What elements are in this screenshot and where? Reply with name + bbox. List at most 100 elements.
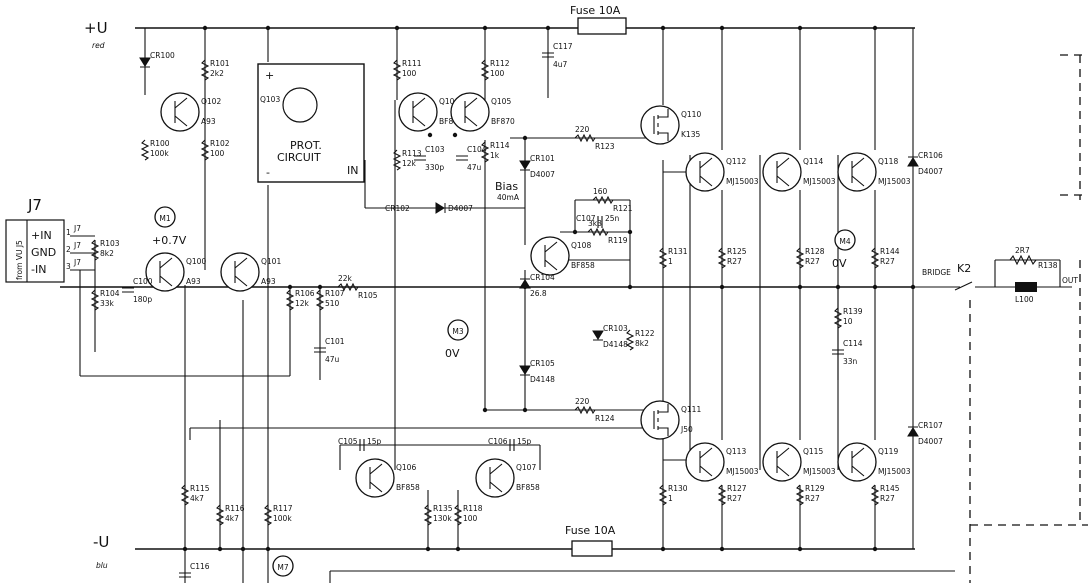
resistor-ref-r129: R129 xyxy=(805,484,825,493)
resistor-value-r114: 1k xyxy=(490,151,500,160)
capacitors: C1174u7C100180pC10147uC103330pC10447uC10… xyxy=(122,42,863,578)
transistor-body-q118 xyxy=(837,152,877,192)
fuse-top-label: Fuse 10A xyxy=(570,4,621,17)
pin-ref-2: J7 xyxy=(73,241,81,250)
transistor-ref-q104: Q104 xyxy=(439,97,459,106)
resistor-ref-r103: R103 xyxy=(100,239,120,248)
capacitor-ref-c105: C105 xyxy=(338,437,358,446)
diode-ref-cr101: CR101 xyxy=(530,154,555,163)
transistor-body-q110 xyxy=(640,105,680,145)
resistor-value-r115: 4k7 xyxy=(190,494,204,503)
bjt-symbol-q101 xyxy=(234,257,248,287)
bjt-symbol-q105 xyxy=(464,97,478,127)
resistor-ref-r107: R107 xyxy=(325,289,345,298)
capacitor-symbol-c103 xyxy=(414,155,426,161)
transistor-type-q102: A93 xyxy=(201,117,216,126)
bjt-symbol-q106 xyxy=(369,463,383,493)
resistor-value-r145: R27 xyxy=(880,494,895,503)
resistor-ref-r121: R121 xyxy=(613,204,633,213)
transistor-body-q113 xyxy=(685,442,725,482)
resistor-symbol-r106 xyxy=(285,289,295,311)
capacitor-symbol-c106 xyxy=(509,439,515,451)
transistor-type-q118: MJ15003 xyxy=(878,177,911,186)
resistor-ref-r106: R106 xyxy=(295,289,315,298)
diode-ref-cr104: CR104 xyxy=(530,273,555,282)
transistor-type-q106: BF858 xyxy=(396,483,420,492)
pin-num-1: 1 xyxy=(66,228,71,237)
resistor-ref-r104: R104 xyxy=(100,289,120,298)
prot-title-1: PROT. xyxy=(290,139,322,152)
bjt-symbol-q100 xyxy=(159,257,173,287)
resistor-ref-r118: R118 xyxy=(463,504,483,513)
capacitor-ref-c114: C114 xyxy=(843,339,863,348)
neg-rail-color: blu xyxy=(96,561,108,570)
resistor-symbol-r139 xyxy=(833,307,843,329)
resistor-value-r111: 100 xyxy=(402,69,417,78)
pin-name-3: -IN xyxy=(31,263,46,276)
transistor-type-q113: MJ15003 xyxy=(726,467,759,476)
diode-symbol-cr107 xyxy=(907,426,919,437)
transistor-body-q114 xyxy=(762,152,802,192)
capacitor-c116: C116 xyxy=(179,562,210,578)
capacitor-value-c107: 25n xyxy=(605,214,620,223)
capacitor-ref-c104: C104 xyxy=(467,145,487,154)
transistor-ref-q113: Q113 xyxy=(726,447,746,456)
resistor-ref-r113: R113 xyxy=(402,149,422,158)
resistor-ref-r123: R123 xyxy=(595,142,615,151)
bjt-symbol-q113 xyxy=(699,447,713,477)
diode-symbol-cr105 xyxy=(519,365,531,376)
bias-note-2: 40mA xyxy=(497,193,520,202)
capacitor-value-c117: 4u7 xyxy=(553,60,568,69)
transistor-type-q115: MJ15003 xyxy=(803,467,836,476)
relay-label: K2 xyxy=(957,262,971,275)
resistor-value-r127: R27 xyxy=(727,494,742,503)
measure-circle-m7 xyxy=(272,555,294,577)
diode-ref-cr107: CR107 xyxy=(918,421,943,430)
resistor-value-r102: 100 xyxy=(210,149,225,158)
resistor-ref-r100: R100 xyxy=(150,139,170,148)
resistor-symbol-r111 xyxy=(392,59,402,81)
transistor-body-q119 xyxy=(837,442,877,482)
prot-title-2: CIRCUIT xyxy=(277,151,321,164)
inductor-label: L100 xyxy=(1015,295,1034,304)
resistor-value-r105: 22k xyxy=(338,274,353,283)
resistor-value-r104: 33k xyxy=(100,299,115,308)
diode-symbol-cr104 xyxy=(519,278,531,289)
diode-symbol-cr102 xyxy=(435,202,446,214)
measure-point-m7: M7 xyxy=(272,555,294,577)
prot-in: IN xyxy=(347,164,358,177)
transistor-type-q107: BF858 xyxy=(516,483,540,492)
resistor-symbol-r125 xyxy=(717,247,727,269)
resistor-symbol-r121 xyxy=(592,195,614,205)
bjt-symbol-q108 xyxy=(544,241,558,271)
bjt-symbol-q104 xyxy=(412,97,426,127)
bjt-symbol-q119 xyxy=(851,447,865,477)
resistor-symbol-r115 xyxy=(180,484,190,506)
bridge-label: BRIDGE xyxy=(922,268,951,277)
transistor-ref-q108: Q108 xyxy=(571,241,591,250)
measure-point-m1: M1+0.7V xyxy=(152,206,187,247)
resistor-ref-r105: R105 xyxy=(358,291,378,300)
capacitor-ref-c107: C107 xyxy=(576,214,596,223)
transistor-body-q105 xyxy=(450,92,490,132)
out-label: OUT xyxy=(1062,276,1078,285)
diode-symbol-cr106 xyxy=(907,156,919,167)
